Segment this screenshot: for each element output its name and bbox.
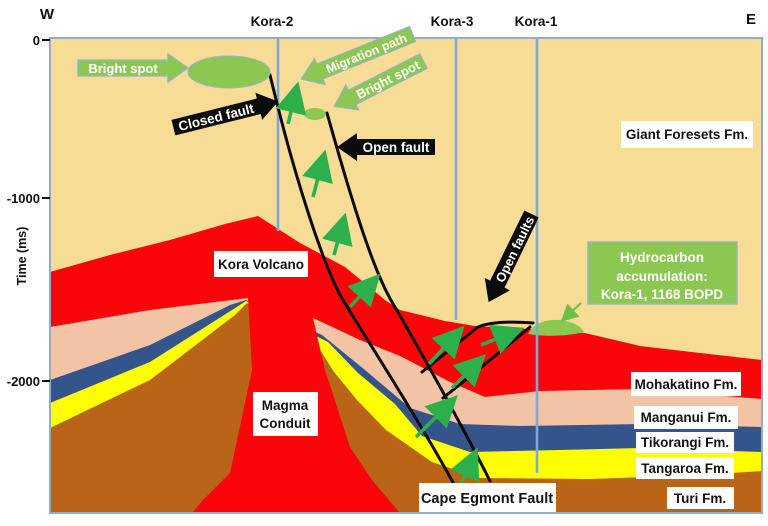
magma-conduit-label-line1: Magma	[262, 398, 309, 413]
migration-arrow	[427, 325, 465, 366]
turi-layer	[50, 303, 762, 513]
turi-label: Turi Fm.	[674, 491, 726, 506]
open-fault-arrow: Open fault	[337, 133, 435, 161]
hydrocarbon-box	[587, 241, 738, 305]
magma-conduit-label-line2: Conduit	[260, 416, 311, 431]
turi-box	[667, 487, 734, 509]
cape-egmont-box	[419, 483, 556, 512]
bright-spot-left-label: Bright spot	[88, 61, 158, 76]
migration-arrow	[347, 273, 381, 309]
kora-volcano-body	[50, 216, 762, 513]
migration-arrow	[322, 212, 353, 256]
well-kora1-label: Kora-1	[515, 14, 558, 29]
migration-arrow	[414, 395, 458, 439]
compass-east: E	[746, 11, 756, 28]
well-kora2-label: Kora-2	[251, 14, 294, 29]
tick-label-2000: -2000	[7, 374, 40, 389]
giant-foresets-label: Giant Foresets Fm.	[626, 127, 748, 142]
mohakatino-box	[631, 372, 741, 396]
migration-arrow	[450, 354, 486, 390]
well-kora3-label: Kora-3	[431, 14, 474, 29]
axis-title: Time (ms)	[15, 227, 29, 286]
bright-spot-ellipse-small	[304, 108, 326, 120]
hydrocarbon-label-line2: accumulation:	[616, 269, 708, 284]
giant-foresets-box	[621, 121, 753, 148]
tangaroa-label: Tangaroa Fm.	[641, 461, 729, 476]
antithetic-fault-a	[420, 320, 535, 374]
mohakatino-label: Mohakatino Fm.	[635, 377, 738, 392]
tikorangi-label: Tikorangi Fm.	[641, 435, 729, 450]
hydrocarbon-label-line1: Hydrocarbon	[620, 250, 704, 265]
formation-labels: Giant Foresets Fm. Mohakatino Fm. Mangan…	[621, 121, 753, 509]
hydrocarbon-label-line3: Kora-1, 1168 BOPD	[601, 287, 724, 302]
kora-volcano-label: Kora Volcano	[218, 257, 304, 272]
hydrocarbon-deposit	[528, 319, 584, 336]
compass-west: W	[40, 6, 55, 23]
magma-conduit-box	[253, 392, 318, 436]
time-axis: 0 -1000 -2000 Time (ms)	[7, 33, 50, 389]
kora-volcano-box	[214, 251, 308, 277]
tangaroa-box	[636, 457, 734, 479]
manganui-box	[634, 406, 738, 429]
hydrocarbon-pointer-arrow	[560, 302, 582, 322]
hydrocarbon-callout: Hydrocarbon accumulation: Kora-1, 1168 B…	[587, 241, 738, 305]
migration-arrow	[302, 149, 333, 198]
bright-spot-left-arrow: Bright spot	[77, 52, 190, 84]
closed-fault-line	[268, 73, 458, 490]
open-fault-line	[325, 111, 492, 483]
structure-labels: Kora Volcano Magma Conduit Cape Egmont F…	[214, 251, 556, 512]
cape-egmont-label: Cape Egmont Fault	[421, 491, 553, 507]
tick-label-1000: -1000	[7, 191, 40, 206]
open-fault-label: Open fault	[363, 140, 430, 155]
tick-label-0: 0	[33, 33, 40, 48]
bright-spot-ellipse-large	[187, 55, 271, 89]
migration-arrow	[480, 324, 524, 355]
migration-arrow	[275, 81, 307, 125]
tikorangi-box	[636, 432, 734, 453]
manganui-label: Manganui Fm.	[641, 410, 732, 425]
